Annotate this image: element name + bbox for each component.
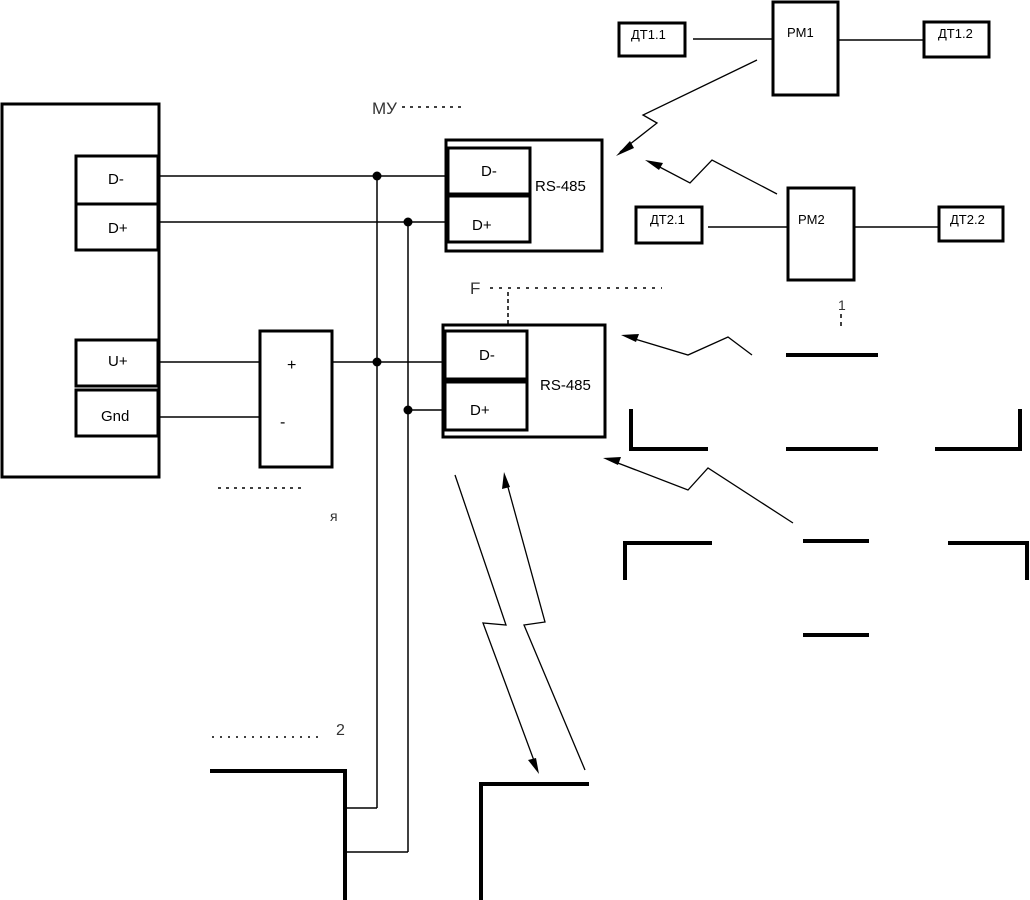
junction-dot (403, 217, 413, 227)
partial-device-bottom-center (479, 782, 589, 900)
radio-link-down (454, 474, 539, 774)
terminal-d-plus-label: D+ (108, 220, 128, 237)
module-bottom-interface: RS-485 (540, 377, 591, 394)
rm1-label: PM1 (787, 25, 814, 40)
module-bottom-d-plus: D+ (470, 402, 490, 419)
junction-dot (403, 405, 413, 415)
radio-link-module-3 (621, 334, 753, 356)
module-top-interface: RS-485 (535, 178, 586, 195)
bottom-left-number: 2 (336, 722, 345, 739)
sensor-dt21: ДТ2.1 (634, 205, 704, 245)
bus-wires (160, 171, 448, 853)
module-bottom-d-minus: D- (479, 347, 495, 364)
rm2-label: PM2 (798, 212, 825, 227)
terminal-u-plus-label: U+ (108, 353, 128, 370)
terminal-d-plus: D+ (74, 202, 160, 252)
junction-dot (372, 171, 382, 181)
power-caption-fragment: я (330, 508, 338, 524)
power-supply: + - (258, 329, 334, 469)
dt12-label: ДТ1.2 (938, 26, 973, 41)
top-module-caption-fragment: МУ (372, 99, 397, 118)
junction-dot (372, 357, 382, 367)
right-number-fragment: 1 (838, 297, 846, 313)
power-supply-plus: + (287, 357, 296, 374)
partial-radio-module-4 (623, 539, 1029, 637)
module-top: D- D+ RS-485 (444, 138, 604, 253)
terminal-gnd: Gnd (74, 388, 160, 438)
dt11-label: ДТ1.1 (631, 27, 666, 42)
terminal-d-minus: D- (74, 154, 160, 206)
sensor-dt22: ДТ2.2 (937, 205, 1005, 243)
sensor-dt11: ДТ1.1 (617, 21, 687, 58)
sensor-dt12: ДТ1.2 (922, 20, 991, 59)
bottom-module-caption-fragment: F (470, 279, 480, 298)
radio-link-rm2 (645, 159, 778, 195)
dt21-label: ДТ2.1 (650, 212, 685, 227)
terminal-d-minus-label: D- (108, 171, 124, 188)
power-supply-minus: - (280, 414, 285, 431)
radio-link-up (502, 472, 586, 771)
module-top-d-minus: D- (481, 163, 497, 180)
radio-link-module-4 (603, 457, 794, 524)
dt22-label: ДТ2.2 (950, 212, 985, 227)
module-bottom: D- D+ RS-485 (441, 323, 607, 439)
radio-link-rm1 (616, 59, 758, 156)
partial-radio-module-3 (629, 353, 1022, 451)
module-top-d-plus: D+ (472, 217, 492, 234)
radio-module-1: PM1 (771, 0, 840, 97)
terminal-u-plus: U+ (74, 338, 160, 388)
partial-device-bottom-left (210, 769, 347, 900)
terminal-gnd-label: Gnd (101, 408, 129, 425)
radio-module-2: PM2 (786, 186, 856, 282)
